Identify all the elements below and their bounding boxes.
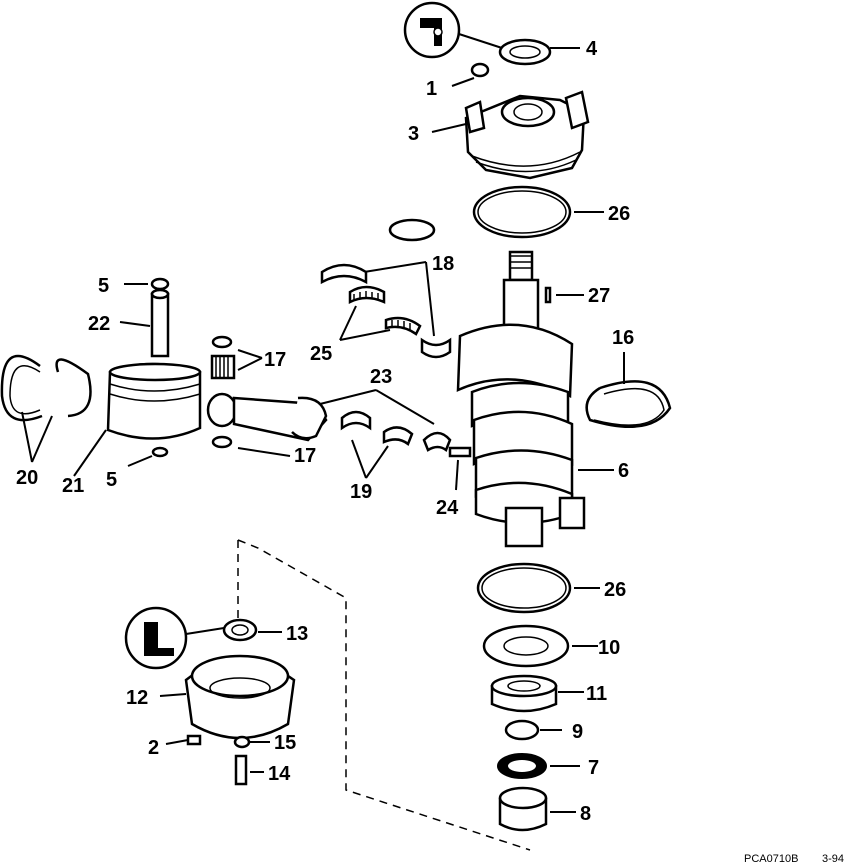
part-10-thrust-washer bbox=[482, 624, 598, 668]
callout-17-lower: 17 bbox=[294, 445, 316, 467]
part-22-piston-pin bbox=[119, 288, 170, 358]
part-6-crankshaft bbox=[456, 250, 614, 548]
callout-10: 10 bbox=[598, 637, 620, 659]
sealant-detail-inset-lower bbox=[124, 606, 225, 670]
callout-11: 11 bbox=[586, 683, 607, 705]
part-connecting-rod bbox=[206, 392, 328, 442]
part-13-seal bbox=[222, 618, 282, 642]
callout-20: 20 bbox=[16, 467, 38, 489]
part-26-o-ring-lower bbox=[476, 562, 600, 614]
callout-3: 3 bbox=[408, 123, 419, 145]
part-5-retainer-lower bbox=[127, 446, 169, 467]
callout-26-lower: 26 bbox=[604, 579, 626, 601]
part-17-wrist-pin-bearing bbox=[210, 335, 263, 380]
callout-24: 24 bbox=[436, 497, 459, 519]
page-number: 3-94 bbox=[822, 853, 844, 865]
part-25-bearing-cages bbox=[339, 285, 422, 341]
callout-8: 8 bbox=[580, 803, 591, 825]
callout-22: 22 bbox=[88, 313, 110, 335]
part-26-o-ring-upper bbox=[472, 185, 604, 239]
part-19-bearing-halves bbox=[340, 410, 414, 479]
figure-code: PCA0710B bbox=[744, 853, 798, 865]
part-2-screw bbox=[165, 734, 202, 746]
callout-17-upper: 17 bbox=[264, 349, 286, 371]
callout-5-upper: 5 bbox=[98, 275, 109, 297]
part-3-upper-bearing-housing bbox=[431, 90, 590, 180]
sealant-detail-inset-top bbox=[403, 1, 503, 59]
callout-1: 1 bbox=[426, 78, 437, 100]
callout-26-upper: 26 bbox=[608, 203, 630, 225]
part-18-retaining-ring bbox=[363, 218, 436, 337]
callout-2: 2 bbox=[148, 737, 159, 759]
callout-13: 13 bbox=[286, 623, 308, 645]
callout-14: 14 bbox=[268, 763, 291, 785]
part-17-wrist-pin-washers-lower bbox=[211, 435, 291, 457]
callout-9: 9 bbox=[572, 721, 583, 743]
part-14-screw bbox=[234, 754, 264, 786]
callout-19: 19 bbox=[350, 481, 372, 503]
callout-7: 7 bbox=[588, 757, 599, 779]
part-24-rod-screw bbox=[448, 446, 472, 491]
part-5-retainer-upper bbox=[124, 277, 170, 291]
part-18-bearing-halves bbox=[320, 263, 452, 359]
part-11-ball-bearing bbox=[490, 674, 584, 713]
part-16-snap-ring bbox=[585, 352, 672, 428]
part-9-retaining-ring bbox=[504, 719, 562, 741]
part-12-lower-bearing-housing bbox=[159, 654, 296, 740]
callout-15: 15 bbox=[274, 732, 296, 754]
part-23-rod-cap bbox=[319, 389, 452, 452]
part-21-piston bbox=[73, 362, 202, 477]
callout-5-lower: 5 bbox=[106, 469, 117, 491]
part-27-woodruff-key bbox=[544, 286, 584, 304]
callout-27: 27 bbox=[588, 285, 610, 307]
callout-18: 18 bbox=[432, 253, 454, 275]
callout-23: 23 bbox=[370, 366, 392, 388]
callout-6: 6 bbox=[618, 460, 629, 482]
part-1-dowel bbox=[451, 62, 490, 87]
part-4-seal bbox=[498, 38, 580, 66]
callout-4: 4 bbox=[586, 38, 598, 60]
callout-25: 25 bbox=[310, 343, 332, 365]
callout-12: 12 bbox=[126, 687, 148, 709]
part-15-washer bbox=[233, 735, 270, 749]
part-8-sleeve bbox=[498, 786, 576, 832]
part-7-seal bbox=[497, 753, 580, 779]
part-20-piston-rings bbox=[0, 354, 92, 463]
callout-16: 16 bbox=[612, 327, 634, 349]
callout-21: 21 bbox=[62, 475, 84, 497]
lower-assembly-dash-box bbox=[237, 539, 531, 851]
